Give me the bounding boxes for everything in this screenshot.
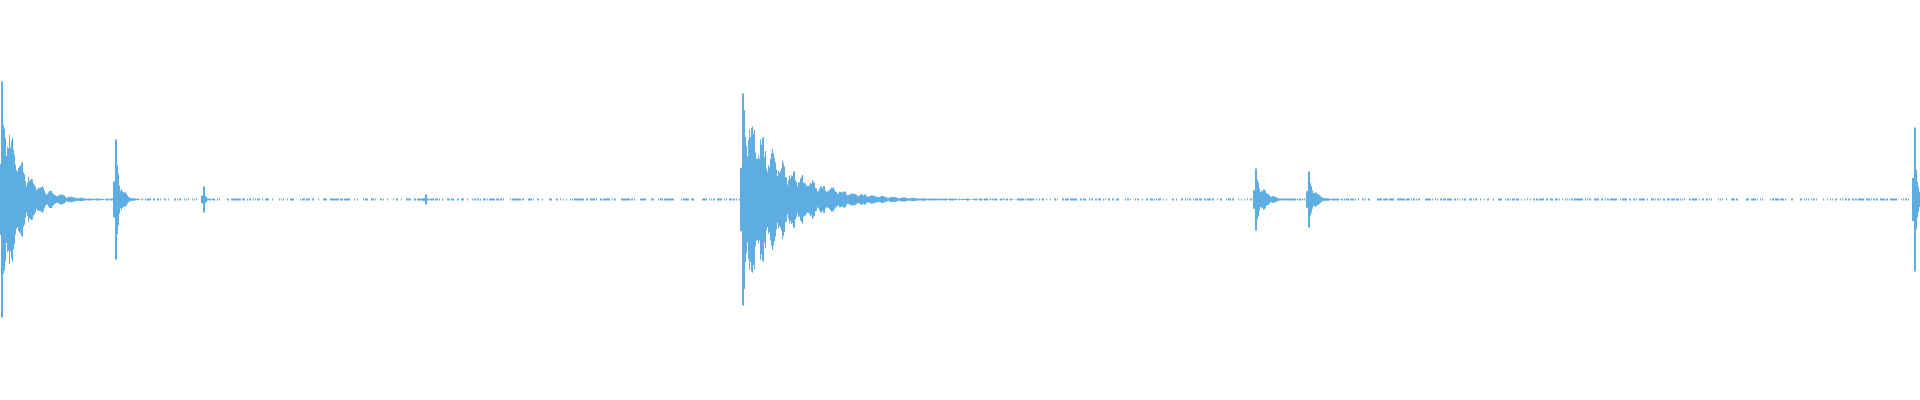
waveform-path [0, 81, 1920, 318]
